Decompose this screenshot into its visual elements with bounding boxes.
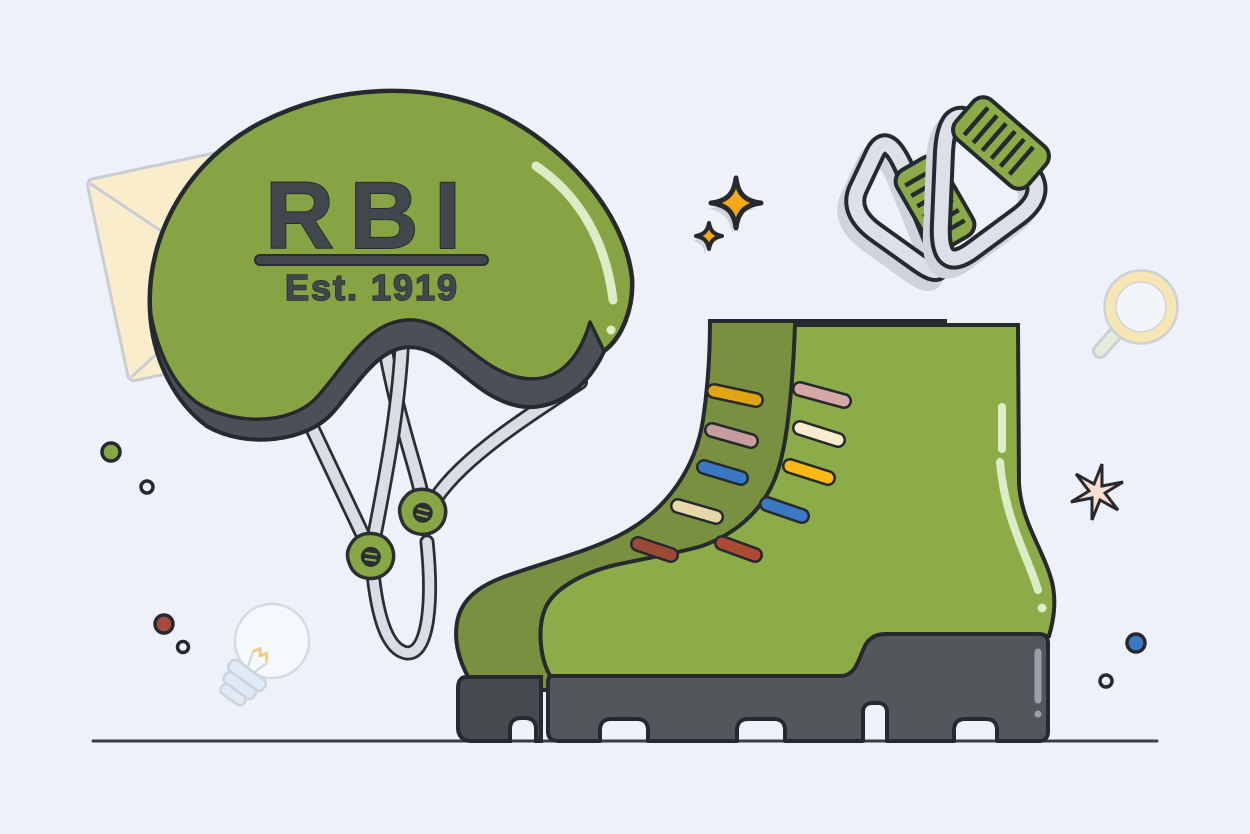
dot-hollow <box>1098 673 1114 689</box>
sparkle-star <box>708 175 764 231</box>
boots-illustration <box>454 319 1057 743</box>
buckle-screw <box>412 502 433 523</box>
helmet-highlight-dot <box>606 325 616 335</box>
boot-lace <box>632 538 677 561</box>
helmet-brand-underline <box>254 254 489 266</box>
rear-boot-laces <box>630 383 764 563</box>
carabiner-sleeve <box>951 95 1051 191</box>
helmet-illustration: RBI Est. 1919 <box>147 88 635 442</box>
carabiner-body <box>933 110 1044 266</box>
magnifier-handle <box>1095 328 1121 356</box>
helmet-rim <box>148 308 606 442</box>
dot-red <box>153 613 175 635</box>
helmet-highlight <box>531 161 618 305</box>
boot-highlight <box>996 458 1042 594</box>
chin-strap <box>366 336 408 554</box>
boot-lace <box>716 537 761 561</box>
magnifier-icon <box>1092 269 1179 359</box>
helmet-est-text: Est. 1919 <box>285 267 459 308</box>
strap-buckle <box>397 487 448 537</box>
front-boot-sole <box>546 632 1050 743</box>
sparkle-icon-small <box>692 221 724 254</box>
magnifier-lens <box>1114 280 1168 334</box>
boot-lace <box>784 460 834 484</box>
boot-lace <box>698 461 747 484</box>
front-boot-laces <box>714 381 852 563</box>
sole-highlight-dot <box>1034 710 1042 718</box>
magnifier-ring <box>1104 270 1178 344</box>
buckle-screw-slot <box>416 507 430 518</box>
sleeve-hatch <box>962 106 1035 176</box>
magnifier-ring-edge <box>1103 269 1179 345</box>
front-boot-body <box>538 323 1057 679</box>
chin-strap-loop <box>366 537 435 658</box>
dot-hollow <box>175 639 191 655</box>
boot-highlight-dot <box>1037 603 1047 613</box>
rear-boot-sole <box>456 675 543 743</box>
strap-buckle <box>345 531 396 581</box>
lightbulb-icon <box>219 602 311 707</box>
dot-hollow <box>139 479 155 495</box>
lightbulb-base-band <box>219 682 247 707</box>
boot-lace <box>708 385 762 406</box>
boot-lace <box>706 424 757 447</box>
buckle-screw-slot <box>364 552 378 562</box>
dot-blue <box>1125 632 1147 654</box>
boot-lace <box>672 500 722 523</box>
buckle-screw <box>360 546 381 567</box>
boot-lace <box>794 422 844 446</box>
lightbulb-neck-lines <box>246 651 269 674</box>
boot-lace <box>761 498 808 522</box>
lightbulb-filament <box>252 647 269 662</box>
sparkle-icon-large <box>707 175 764 234</box>
boot-lace <box>794 383 850 407</box>
helmet-brand-text: RBI <box>265 163 477 269</box>
boot-highlights <box>996 403 1047 718</box>
dot-green <box>100 441 122 463</box>
sparkle-star <box>694 221 724 251</box>
carabiners-icon <box>837 95 1051 291</box>
starburst-icon <box>1070 463 1124 521</box>
